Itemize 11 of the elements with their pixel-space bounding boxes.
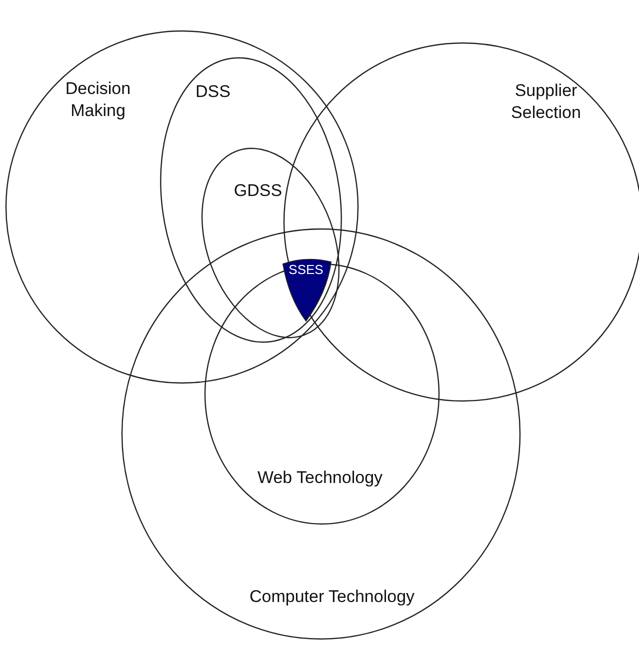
set-ellipse	[5, 30, 359, 384]
set-label: Decision Making	[64, 78, 132, 122]
set-label: Supplier Selection	[510, 80, 582, 124]
set-label: Web Technology	[256, 467, 384, 489]
set-label: GDSS	[232, 180, 284, 202]
set-label: SSES	[288, 262, 324, 278]
set-ellipse	[204, 263, 440, 525]
set-label: Computer Technology	[248, 586, 416, 608]
set-ellipse	[121, 228, 521, 640]
highlighted-region	[281, 258, 333, 322]
set-label: DSS	[194, 81, 232, 103]
